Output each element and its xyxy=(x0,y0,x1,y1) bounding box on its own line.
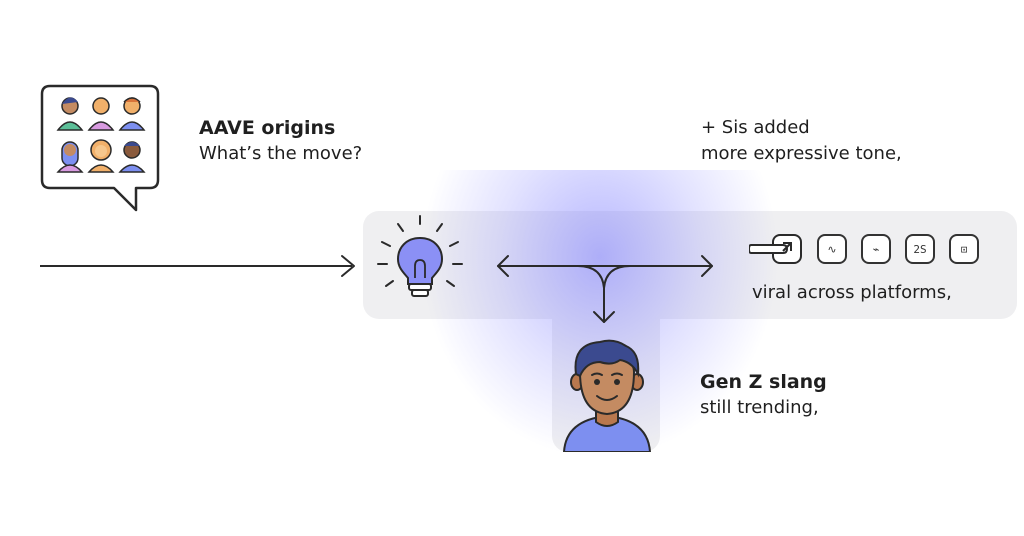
squiggle-app-icon: ⌁ xyxy=(861,234,891,264)
gen-z-text: still trending, xyxy=(700,397,819,418)
sis-added-line1: + Sis added xyxy=(701,117,810,138)
app-icons-row: ∿ ⌁ 2S ⊡ xyxy=(749,233,979,265)
aave-origins-block: AAVE origins What’s the move? xyxy=(199,115,362,167)
sis-added-block: + Sis added more expressive tone, xyxy=(701,115,902,167)
input-arrow xyxy=(40,254,360,278)
lightbulb-icon xyxy=(372,214,468,304)
2s-app-icon: 2S xyxy=(905,234,935,264)
wave-app-icon: ∿ xyxy=(817,234,847,264)
pointer-app-icon xyxy=(749,233,803,265)
sis-added-line2: more expressive tone, xyxy=(701,143,902,164)
group-speech-bubble-icon xyxy=(40,84,162,214)
box-app-icon: ⊡ xyxy=(949,234,979,264)
aave-origins-title: AAVE origins xyxy=(199,117,336,139)
person-avatar-icon xyxy=(560,336,654,452)
gen-z-title: Gen Z slang xyxy=(700,371,827,393)
branch-arrows xyxy=(494,248,720,328)
gen-z-block: Gen Z slang still trending, xyxy=(700,369,827,421)
aave-origins-text: What’s the move? xyxy=(199,143,363,164)
viral-text: viral across platforms, xyxy=(752,282,952,303)
